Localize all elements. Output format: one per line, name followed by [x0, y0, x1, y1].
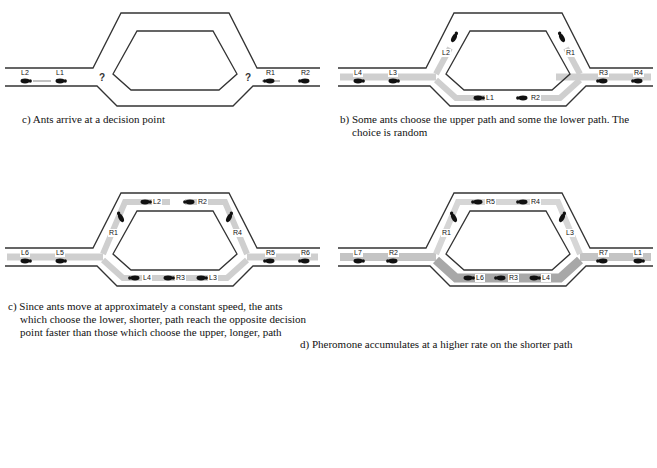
ant-label: L3	[388, 69, 398, 77]
ant-label: L1	[485, 94, 495, 102]
ant-label: R2	[530, 94, 541, 102]
ant-label: R1	[265, 69, 276, 77]
ant-label: R6	[300, 249, 311, 257]
ant-label: L3	[208, 274, 218, 282]
ant-label: L2	[441, 49, 451, 57]
panel-caption: b) Some ants choose the upper path and s…	[340, 113, 657, 139]
ant-label: R2	[300, 69, 311, 77]
ant-label: L2	[152, 198, 162, 206]
ant-label: R1	[108, 229, 119, 237]
ant-label: L3	[565, 229, 575, 237]
panel-b	[338, 13, 653, 106]
ant-label: R4	[633, 69, 644, 77]
ant-label: L7	[353, 249, 363, 257]
panel-caption: d) Pheromone accumulates at a higher rat…	[300, 338, 612, 351]
ant-label: L4	[353, 69, 363, 77]
ant-label: L2	[20, 69, 30, 77]
ant-label: R2	[197, 198, 208, 206]
ant-label: L5	[55, 249, 65, 257]
ant-label: R4	[530, 198, 541, 206]
ant-label: R5	[265, 249, 276, 257]
ant-label: L4	[541, 274, 551, 282]
ant-label: L4	[142, 274, 152, 282]
ant-label: L6	[475, 274, 485, 282]
ant-label: R1	[565, 49, 576, 57]
ant-label: L1	[633, 249, 643, 257]
panel-c	[5, 193, 320, 286]
panel-caption: c) Since ants move at approximately a co…	[8, 300, 308, 339]
ant-label: R3	[508, 274, 519, 282]
question-mark: ?	[98, 72, 106, 83]
question-mark: ?	[244, 72, 252, 83]
ant-label: R2	[388, 249, 399, 257]
ant-label: R7	[598, 249, 609, 257]
ant-label: R3	[598, 69, 609, 77]
ant-label: R1	[441, 229, 452, 237]
ant-label: R3	[175, 274, 186, 282]
panel-a	[5, 13, 320, 106]
panel-d	[338, 193, 653, 286]
ant-label: L6	[20, 249, 30, 257]
panel-caption: c) Ants arrive at a decision point	[22, 113, 334, 126]
ant-label: R4	[232, 229, 243, 237]
ant-label: R5	[485, 198, 496, 206]
ant-label: L1	[55, 69, 65, 77]
